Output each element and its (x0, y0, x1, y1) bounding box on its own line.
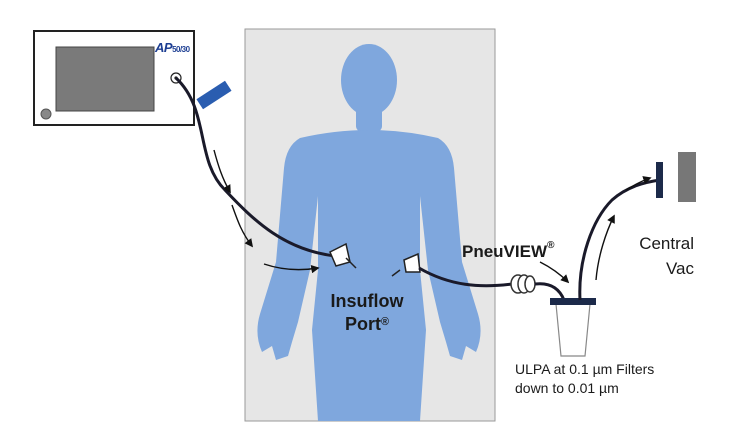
flow-arrow-2 (231, 204, 254, 248)
flow-arrow-1 (213, 149, 231, 194)
central-vac-label: Central Vac (639, 234, 694, 278)
insufflator-device (33, 30, 195, 126)
device-screen (55, 46, 155, 112)
flow-arrow-3 (263, 263, 320, 274)
pneuview-label: PneuVIEW® (462, 240, 555, 261)
filter-to-canister-tube (534, 282, 566, 301)
outflow-tube (418, 266, 513, 288)
flow-arrow-6 (625, 176, 652, 191)
device-brand-logo: AP50/30 (155, 40, 190, 55)
ulpa-canister (550, 298, 596, 357)
insuflow-port-right (391, 252, 421, 277)
inline-connector (196, 80, 232, 110)
insuflow-port-left (329, 242, 357, 269)
central-vac-outlet (656, 152, 696, 202)
flow-arrow-4 (539, 261, 570, 284)
ulpa-filter-label: ULPA at 0.1 µm Filters down to 0.01 µm (515, 361, 655, 396)
flow-arrow-5 (595, 214, 615, 281)
patient-silhouette (257, 44, 481, 421)
insuflow-port-label: Insuflow Port® (330, 291, 404, 334)
pneuview-filter (510, 274, 536, 294)
power-button (40, 108, 52, 120)
